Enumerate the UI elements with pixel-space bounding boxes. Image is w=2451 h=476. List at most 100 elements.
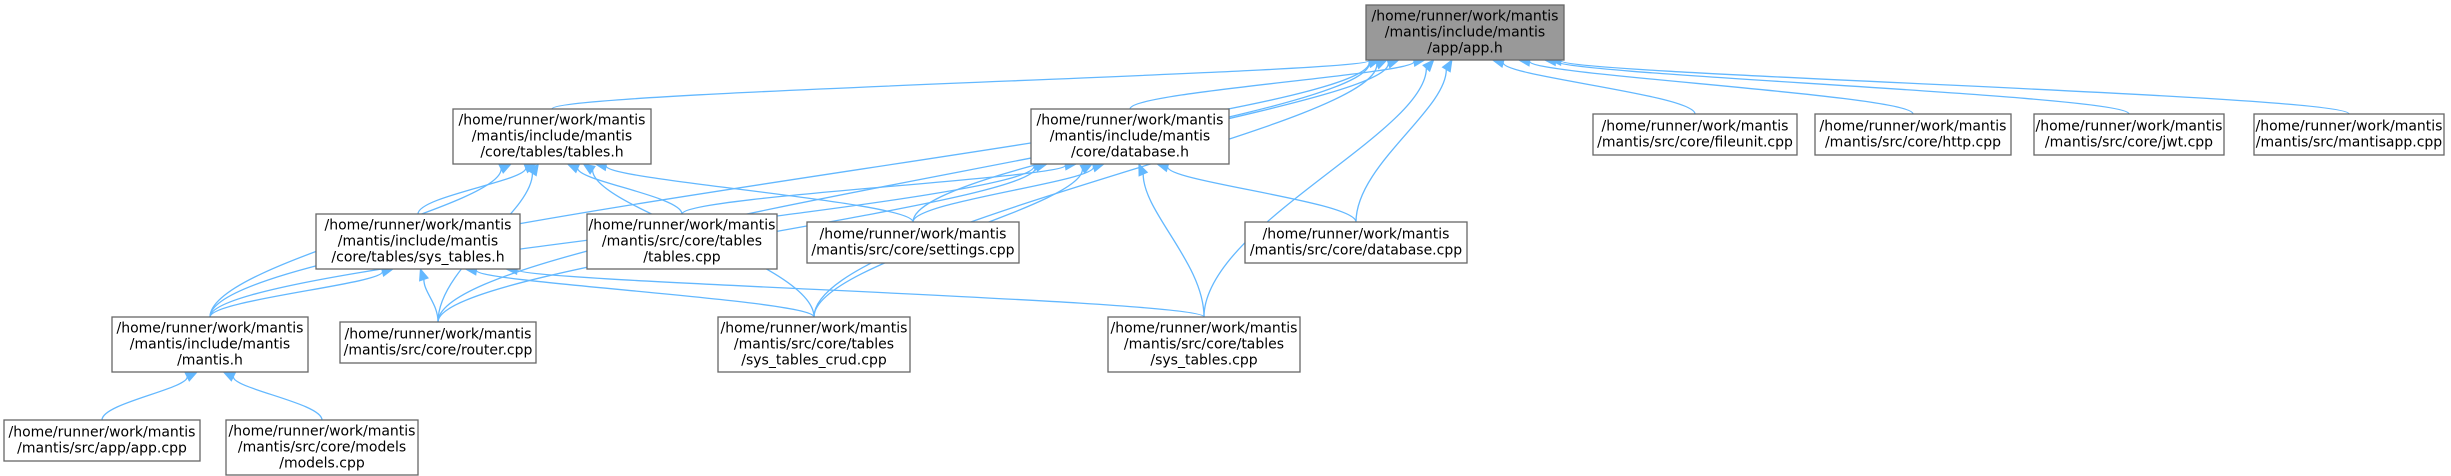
node-database-cpp[interactable]: /home/runner/work/mantis/mantis/src/core… (1244, 221, 1468, 264)
edge-line (577, 168, 683, 215)
edge-sys_tables_cpp-to-app_h (1203, 59, 1435, 318)
node-mantisapp-cpp[interactable]: /home/runner/work/mantis/mantis/src/mant… (2253, 113, 2445, 156)
arrowhead (1138, 162, 1149, 177)
node-settings-cpp[interactable]: /home/runner/work/mantis/mantis/src/core… (806, 221, 1020, 264)
edge-sys_tables_crud_cpp-to-app_h (813, 59, 1389, 318)
edge-mantis_h-to-app_h (209, 57, 1382, 318)
node-box[interactable] (1030, 108, 1230, 165)
node-mantis-h[interactable]: /home/runner/work/mantis/mantis/include/… (111, 316, 309, 373)
node-box[interactable] (1107, 316, 1301, 373)
edge-sys_tables_cpp-to-sys_tables_h (504, 264, 1205, 318)
node-label-line: /mantis/include/mantis (130, 337, 290, 353)
node-fileunit-cpp[interactable]: /home/runner/work/mantis/mantis/src/core… (1592, 113, 1798, 156)
edge-line (1560, 60, 2350, 115)
edge-line (1203, 68, 1427, 318)
edge-line (101, 376, 188, 421)
node-label-line: /home/runner/work/mantis (345, 327, 532, 343)
node-label-line: /mantis/include/mantis (1050, 129, 1210, 145)
edge-jwt_cpp-to-app_h (1543, 55, 2130, 115)
node-label-line: /home/runner/work/mantis (1372, 9, 1559, 25)
node-sys-tables-h[interactable]: /home/runner/work/mantis/mantis/include/… (315, 213, 521, 270)
node-box[interactable] (111, 316, 309, 373)
node-box[interactable] (315, 213, 521, 270)
node-box[interactable] (225, 419, 419, 476)
edge-tables_h-to-app_h (551, 55, 1382, 110)
node-box[interactable] (586, 213, 778, 270)
edge-models_cpp-to-mantis_h (222, 371, 323, 421)
edge-line (209, 62, 1370, 318)
arrowhead (582, 163, 596, 175)
edge-sys_tables_crud_cpp-to-sys_tables_h (464, 265, 815, 318)
node-tables-cpp[interactable]: /home/runner/work/mantis/mantis/src/core… (586, 213, 778, 270)
edge-line (1502, 62, 1696, 115)
node-box[interactable] (1244, 221, 1468, 264)
edge-app_cpp-to-mantis_h (101, 371, 199, 421)
edge-line (681, 164, 1066, 215)
node-box[interactable] (339, 321, 537, 364)
node-box[interactable] (452, 108, 652, 165)
node-label-line: /mantis/src/app/app.cpp (17, 441, 187, 457)
edge-line (475, 269, 815, 318)
edge-line (551, 60, 1370, 110)
edge-line (423, 279, 439, 323)
node-label-line: /home/runner/work/mantis (589, 218, 776, 234)
edge-line (516, 269, 1205, 318)
edge-line (1167, 166, 1357, 223)
arrowhead (527, 162, 540, 177)
edge-line (1129, 61, 1415, 110)
node-label-line: /mantis/include/mantis (472, 129, 632, 145)
node-box[interactable] (1365, 4, 1565, 61)
node-app-cpp[interactable]: /home/runner/work/mantis/mantis/src/app/… (3, 419, 201, 462)
node-label-line: /mantis/src/core/fileunit.cpp (1597, 135, 1793, 151)
node-label-line: /home/runner/work/mantis (2036, 119, 2223, 135)
node-label-line: /core/database.h (1071, 145, 1189, 161)
node-label-line: /app/app.h (1427, 41, 1502, 57)
node-box[interactable] (2033, 113, 2225, 156)
node-app-h[interactable]: /home/runner/work/mantis/mantis/include/… (1365, 4, 1565, 61)
node-label-line: /tables.cpp (643, 250, 721, 266)
node-label-line: /home/runner/work/mantis (1263, 227, 1450, 243)
node-label-line: /mantis/src/mantisapp.cpp (2256, 135, 2443, 151)
arrowhead (184, 371, 199, 382)
edge-line (232, 376, 323, 421)
edge-sys_tables_cpp-to-database_h (1138, 162, 1205, 318)
node-label-line: /home/runner/work/mantis (9, 425, 196, 441)
node-label-line: /core/tables/tables.h (480, 145, 623, 161)
edge-sys_tables_h-to-tables_h (417, 163, 538, 215)
edge-line (1529, 60, 1914, 115)
node-database-h[interactable]: /home/runner/work/mantis/mantis/include/… (1030, 108, 1230, 165)
node-router-cpp[interactable]: /home/runner/work/mantis/mantis/src/core… (339, 321, 537, 364)
node-label-line: /mantis/src/core/settings.cpp (811, 243, 1014, 259)
node-http-cpp[interactable]: /home/runner/work/mantis/mantis/src/core… (1814, 113, 2012, 156)
node-box[interactable] (1814, 113, 2012, 156)
edge-line (1355, 69, 1447, 223)
node-box[interactable] (717, 316, 911, 373)
node-label-line: /home/runner/work/mantis (1111, 321, 1298, 337)
node-label-line: /mantis.h (177, 353, 243, 369)
arrowhead (222, 371, 237, 382)
node-box[interactable] (806, 221, 1020, 264)
node-label-line: /mantis/src/core/tables (1124, 337, 1284, 353)
arrowhead (1422, 59, 1435, 73)
node-box[interactable] (2253, 113, 2445, 156)
edge-line (912, 166, 1095, 223)
node-label-line: /mantis/src/core/models (238, 440, 406, 456)
node-label-line: /home/runner/work/mantis (117, 321, 304, 337)
arrowhead (566, 163, 581, 174)
node-label-line: /home/runner/work/mantis (229, 424, 416, 440)
node-box[interactable] (3, 419, 201, 462)
node-label-line: /core/tables/sys_tables.h (331, 250, 504, 266)
node-sys-tables-crud-cpp[interactable]: /home/runner/work/mantis/mantis/src/core… (717, 316, 911, 373)
node-label-line: /mantis/src/core/database.cpp (1250, 243, 1462, 259)
node-models-cpp[interactable]: /home/runner/work/mantis/mantis/src/core… (225, 419, 419, 476)
node-sys-tables-cpp[interactable]: /home/runner/work/mantis/mantis/src/core… (1107, 316, 1301, 373)
node-label-line: /home/runner/work/mantis (820, 227, 1007, 243)
node-box[interactable] (1592, 113, 1798, 156)
edge-router_cpp-to-sys_tables_h (419, 267, 439, 323)
arrowhead (1441, 58, 1453, 73)
node-jwt-cpp[interactable]: /home/runner/work/mantis/mantis/src/core… (2033, 113, 2225, 156)
node-label-line: /mantis/src/core/tables (734, 337, 894, 353)
node-label-line: /mantis/include/mantis (338, 234, 498, 250)
node-tables-h[interactable]: /home/runner/work/mantis/mantis/include/… (452, 108, 652, 165)
node-label-line: /home/runner/work/mantis (459, 113, 646, 129)
